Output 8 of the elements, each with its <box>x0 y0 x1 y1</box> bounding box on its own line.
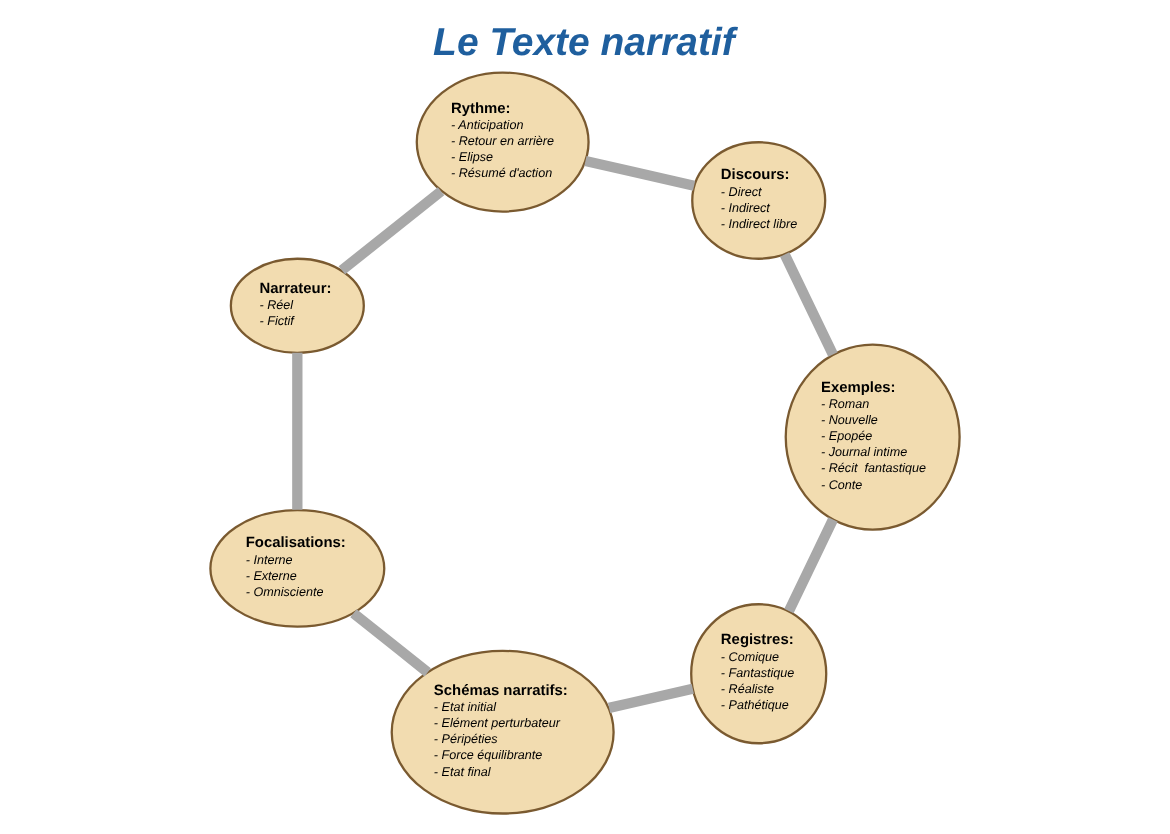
diagram-title: Le Texte narratif <box>433 21 735 66</box>
connector <box>338 187 445 275</box>
connector <box>607 683 694 713</box>
connector <box>350 609 431 677</box>
connector <box>584 155 696 191</box>
connector <box>292 352 303 510</box>
connector <box>784 517 838 614</box>
connector <box>780 252 838 357</box>
